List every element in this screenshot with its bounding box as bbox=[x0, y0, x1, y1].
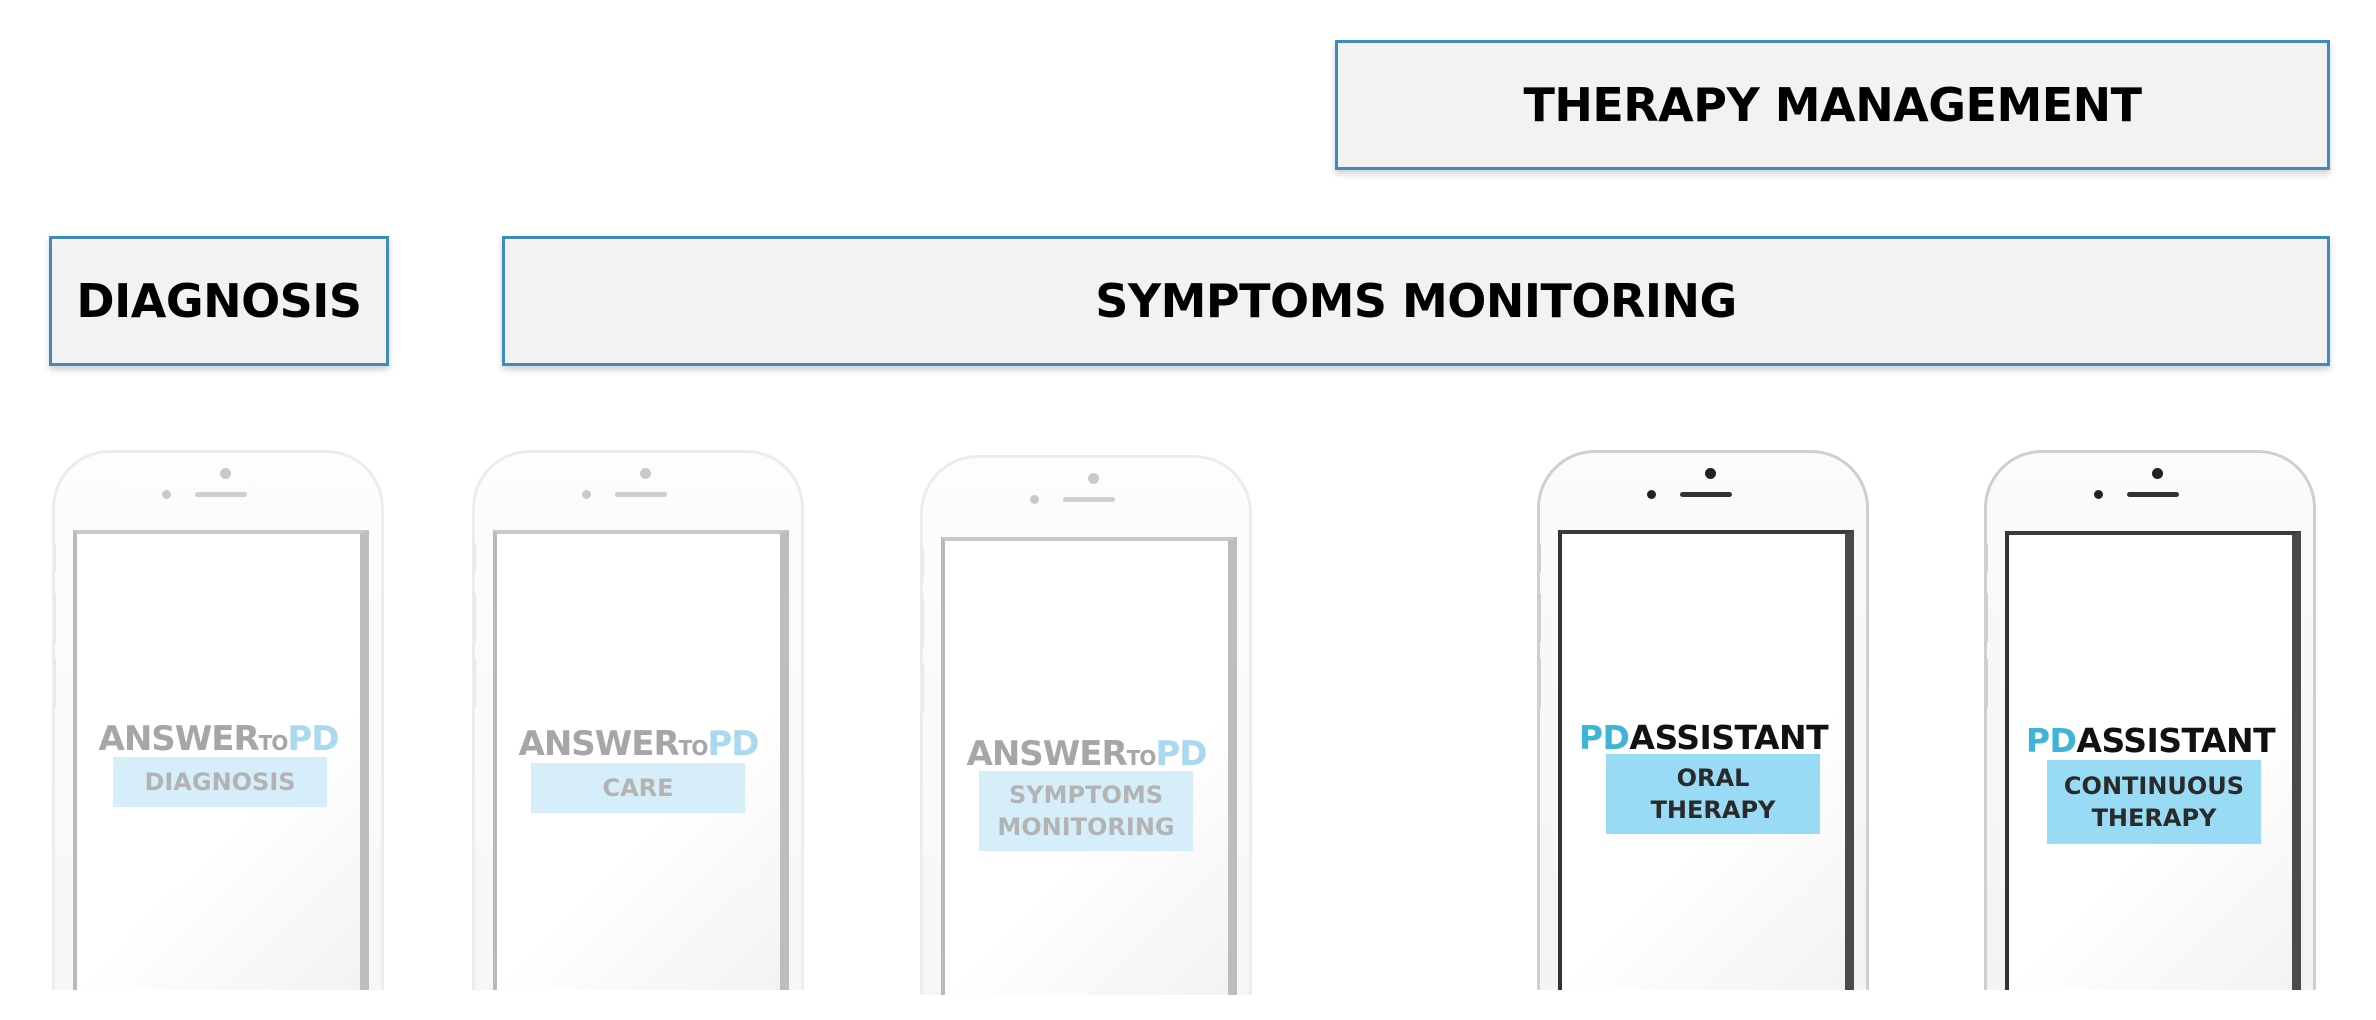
therapy-management-band: THERAPY MANAGEMENT bbox=[1335, 40, 2330, 170]
phone-side-button bbox=[1987, 658, 1988, 708]
phone-side-button bbox=[923, 598, 924, 648]
phone-screen: ANSWERTOPD CARE bbox=[493, 530, 789, 990]
phone-side-button bbox=[1540, 543, 1541, 573]
answertopd-logo: ANSWERTOPD bbox=[966, 734, 1208, 774]
phone-screen: ANSWERTOPD SYMPTOMS MONITORING bbox=[941, 537, 1237, 995]
phone-camera-icon bbox=[2094, 490, 2103, 499]
phone-camera-icon bbox=[1030, 495, 1039, 504]
phone-sensor-icon bbox=[1088, 473, 1099, 484]
diagnosis-band: DIAGNOSIS bbox=[49, 236, 389, 366]
phone-speaker-icon bbox=[1063, 497, 1115, 502]
phone-camera-icon bbox=[1647, 490, 1656, 499]
phone-side-button bbox=[1987, 593, 1988, 643]
phone-speaker-icon bbox=[1680, 492, 1732, 497]
phone-sensor-icon bbox=[220, 468, 231, 479]
pdassistant-logo: PDASSISTANT bbox=[1578, 718, 1829, 757]
therapy-management-label: THERAPY MANAGEMENT bbox=[1523, 78, 2142, 132]
phone-answertopd-care: ANSWERTOPD CARE bbox=[472, 450, 804, 990]
answertopd-logo: ANSWERTOPD bbox=[98, 719, 340, 759]
phone-sensor-icon bbox=[640, 468, 651, 479]
phone-side-button bbox=[1540, 658, 1541, 708]
answertopd-logo: ANSWERTOPD bbox=[518, 724, 760, 764]
phone-side-button bbox=[475, 658, 476, 708]
phone-sensor-icon bbox=[1705, 468, 1716, 479]
symptoms-monitoring-band: SYMPTOMS MONITORING bbox=[502, 236, 2330, 366]
diagnosis-label: DIAGNOSIS bbox=[76, 274, 362, 328]
phone-speaker-icon bbox=[2127, 492, 2179, 497]
app-label-symptoms-monitoring: SYMPTOMS MONITORING bbox=[979, 771, 1193, 851]
phone-speaker-icon bbox=[615, 492, 667, 497]
phone-screen: PDASSISTANT CONTINUOUS THERAPY bbox=[2005, 531, 2301, 990]
phone-answertopd-symptoms-monitoring: ANSWERTOPD SYMPTOMS MONITORING bbox=[920, 455, 1252, 995]
phone-side-button bbox=[475, 593, 476, 643]
app-label-continuous-therapy: CONTINUOUS THERAPY bbox=[2047, 760, 2261, 844]
phone-pdassistant-oral-therapy: PDASSISTANT ORAL THERAPY bbox=[1537, 450, 1869, 990]
phone-side-button bbox=[55, 658, 56, 708]
phone-side-button bbox=[923, 548, 924, 578]
phone-screen: PDASSISTANT ORAL THERAPY bbox=[1558, 530, 1854, 990]
phone-sensor-icon bbox=[2152, 468, 2163, 479]
pdassistant-logo: PDASSISTANT bbox=[2025, 721, 2276, 760]
phone-camera-icon bbox=[582, 490, 591, 499]
app-label-care: CARE bbox=[531, 763, 745, 813]
phone-screen: ANSWERTOPD DIAGNOSIS bbox=[73, 530, 369, 990]
phone-pdassistant-continuous-therapy: PDASSISTANT CONTINUOUS THERAPY bbox=[1984, 450, 2316, 990]
phone-side-button bbox=[55, 593, 56, 643]
app-label-diagnosis: DIAGNOSIS bbox=[113, 757, 327, 807]
phone-side-button bbox=[55, 543, 56, 573]
phone-side-button bbox=[1540, 593, 1541, 643]
phone-answertopd-diagnosis: ANSWERTOPD DIAGNOSIS bbox=[52, 450, 384, 990]
phone-side-button bbox=[475, 543, 476, 573]
symptoms-monitoring-label: SYMPTOMS MONITORING bbox=[1095, 274, 1737, 328]
phone-side-button bbox=[923, 663, 924, 713]
phone-camera-icon bbox=[162, 490, 171, 499]
phone-side-button bbox=[1987, 543, 1988, 573]
app-label-oral-therapy: ORAL THERAPY bbox=[1606, 754, 1820, 834]
phone-speaker-icon bbox=[195, 492, 247, 497]
